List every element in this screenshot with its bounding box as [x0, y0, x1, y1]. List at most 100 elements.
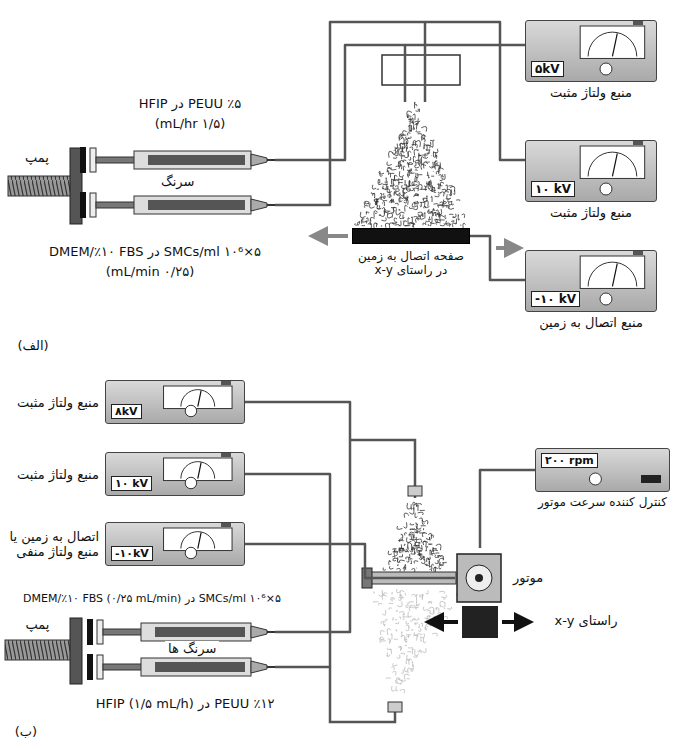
plate-node: صفحه اتصال به زمین در راستای x-y	[352, 228, 470, 277]
text-label: پمپ	[10, 617, 65, 632]
fiber-stroke	[407, 678, 410, 679]
fiber-stroke	[420, 216, 424, 219]
knob	[185, 477, 196, 488]
fiber-stroke	[458, 214, 459, 220]
fiber-stroke	[392, 599, 395, 602]
fiber-stroke	[439, 591, 445, 593]
fiber-stroke	[404, 544, 405, 546]
fiber-stroke	[415, 542, 419, 545]
fiber-stroke	[375, 223, 377, 227]
fiber-stroke	[409, 659, 412, 665]
fiber-stroke	[375, 213, 377, 215]
fiber-stroke	[422, 595, 423, 600]
fiber-stroke	[423, 521, 424, 523]
fiber-stroke	[433, 149, 438, 153]
fiber-stroke	[408, 647, 413, 649]
fiber-stroke	[407, 602, 409, 606]
fiber-stroke	[412, 649, 414, 655]
fiber-stroke	[398, 598, 401, 601]
fiber-stroke	[427, 546, 429, 547]
fiber-stroke	[442, 561, 446, 563]
fiber-stroke	[424, 182, 427, 188]
fiber-stroke	[431, 176, 434, 177]
fiber-stroke	[425, 153, 428, 158]
fiber-stroke	[413, 635, 417, 641]
fiber-stroke	[433, 550, 438, 553]
fiber-stroke	[416, 186, 418, 191]
fiber-stroke	[426, 149, 430, 150]
supply-node: -۱۰ kVمنبع اتصال به زمین	[525, 250, 657, 330]
wire-connector	[470, 236, 525, 280]
fiber-stroke	[383, 183, 388, 185]
fiber-stroke	[429, 210, 430, 211]
feed-tube	[330, 667, 395, 722]
fiber-stroke	[437, 183, 439, 189]
fiber-stroke	[374, 194, 375, 198]
fiber-stroke	[400, 196, 402, 202]
fiber-stroke	[415, 173, 417, 177]
fiber-stroke	[383, 622, 385, 625]
fiber-stroke	[434, 219, 437, 223]
fiber-stroke	[387, 639, 390, 644]
meter-needle	[612, 33, 617, 56]
fiber-stroke	[427, 151, 430, 154]
text-label: (۱/۵ mL/hr)	[100, 116, 280, 131]
voltage-supply-box: -۱۰ kV	[525, 250, 657, 312]
fiber-stroke	[416, 130, 420, 132]
fiber-stroke	[386, 211, 391, 212]
fiber-stroke	[436, 171, 439, 174]
syringe-label: سرنگ	[158, 174, 197, 189]
fiber-stroke	[417, 524, 421, 529]
fiber-stroke	[411, 552, 416, 555]
voltage-supply-box: ۱۰ kV	[525, 140, 657, 202]
fiber-stroke	[425, 546, 426, 551]
fiber-stroke	[411, 217, 413, 222]
fiber-stroke	[423, 638, 426, 643]
fiber-stroke	[398, 209, 400, 210]
fiber-stroke	[397, 526, 402, 529]
fiber-stroke	[399, 548, 404, 550]
fiber-stroke	[419, 155, 422, 156]
fiber-stroke	[382, 203, 384, 204]
fiber-stroke	[431, 141, 433, 148]
plunger-handle	[97, 620, 103, 644]
fiber-stroke	[399, 560, 404, 563]
wire-connector	[480, 470, 535, 548]
fiber-stroke	[385, 209, 389, 213]
fiber-stroke	[424, 615, 429, 619]
fiber-stroke	[388, 551, 392, 555]
fiber-stroke	[423, 607, 428, 611]
fiber-stroke	[409, 607, 413, 611]
voltage-value: ۱۰ kV	[111, 476, 152, 491]
fiber-stroke	[413, 548, 415, 554]
nozzle-holder	[382, 55, 460, 85]
fiber-stroke	[415, 104, 417, 106]
fiber-stroke	[446, 189, 451, 196]
fiber-stroke	[401, 534, 402, 535]
fiber-stroke	[408, 162, 413, 167]
fiber-stroke	[397, 151, 399, 155]
fiber-stroke	[429, 607, 434, 612]
fiber-stroke	[383, 193, 384, 195]
fiber-stroke	[389, 566, 393, 569]
fiber-stroke	[378, 179, 380, 183]
fiber-stroke	[387, 213, 391, 218]
fiber-stroke	[415, 160, 420, 166]
fiber-stroke	[373, 592, 375, 594]
fiber-stroke	[418, 118, 420, 122]
fiber-stroke	[400, 683, 401, 685]
fiber-stroke	[411, 504, 412, 509]
supply-label: منبع ولتاژ مثبت	[8, 467, 105, 482]
fiber-stroke	[433, 187, 435, 188]
fiber-stroke	[397, 192, 400, 195]
needle	[267, 159, 275, 161]
fiber-stroke	[419, 518, 422, 521]
fiber-stroke	[432, 564, 434, 569]
terminal	[221, 453, 231, 457]
fiber-stroke	[438, 205, 442, 208]
feed-tube	[350, 440, 415, 498]
supply-label: منبع ولتاژ مثبت	[525, 85, 657, 100]
fiber-stroke	[431, 223, 434, 224]
fiber-stroke	[418, 174, 423, 176]
needle	[267, 666, 275, 668]
